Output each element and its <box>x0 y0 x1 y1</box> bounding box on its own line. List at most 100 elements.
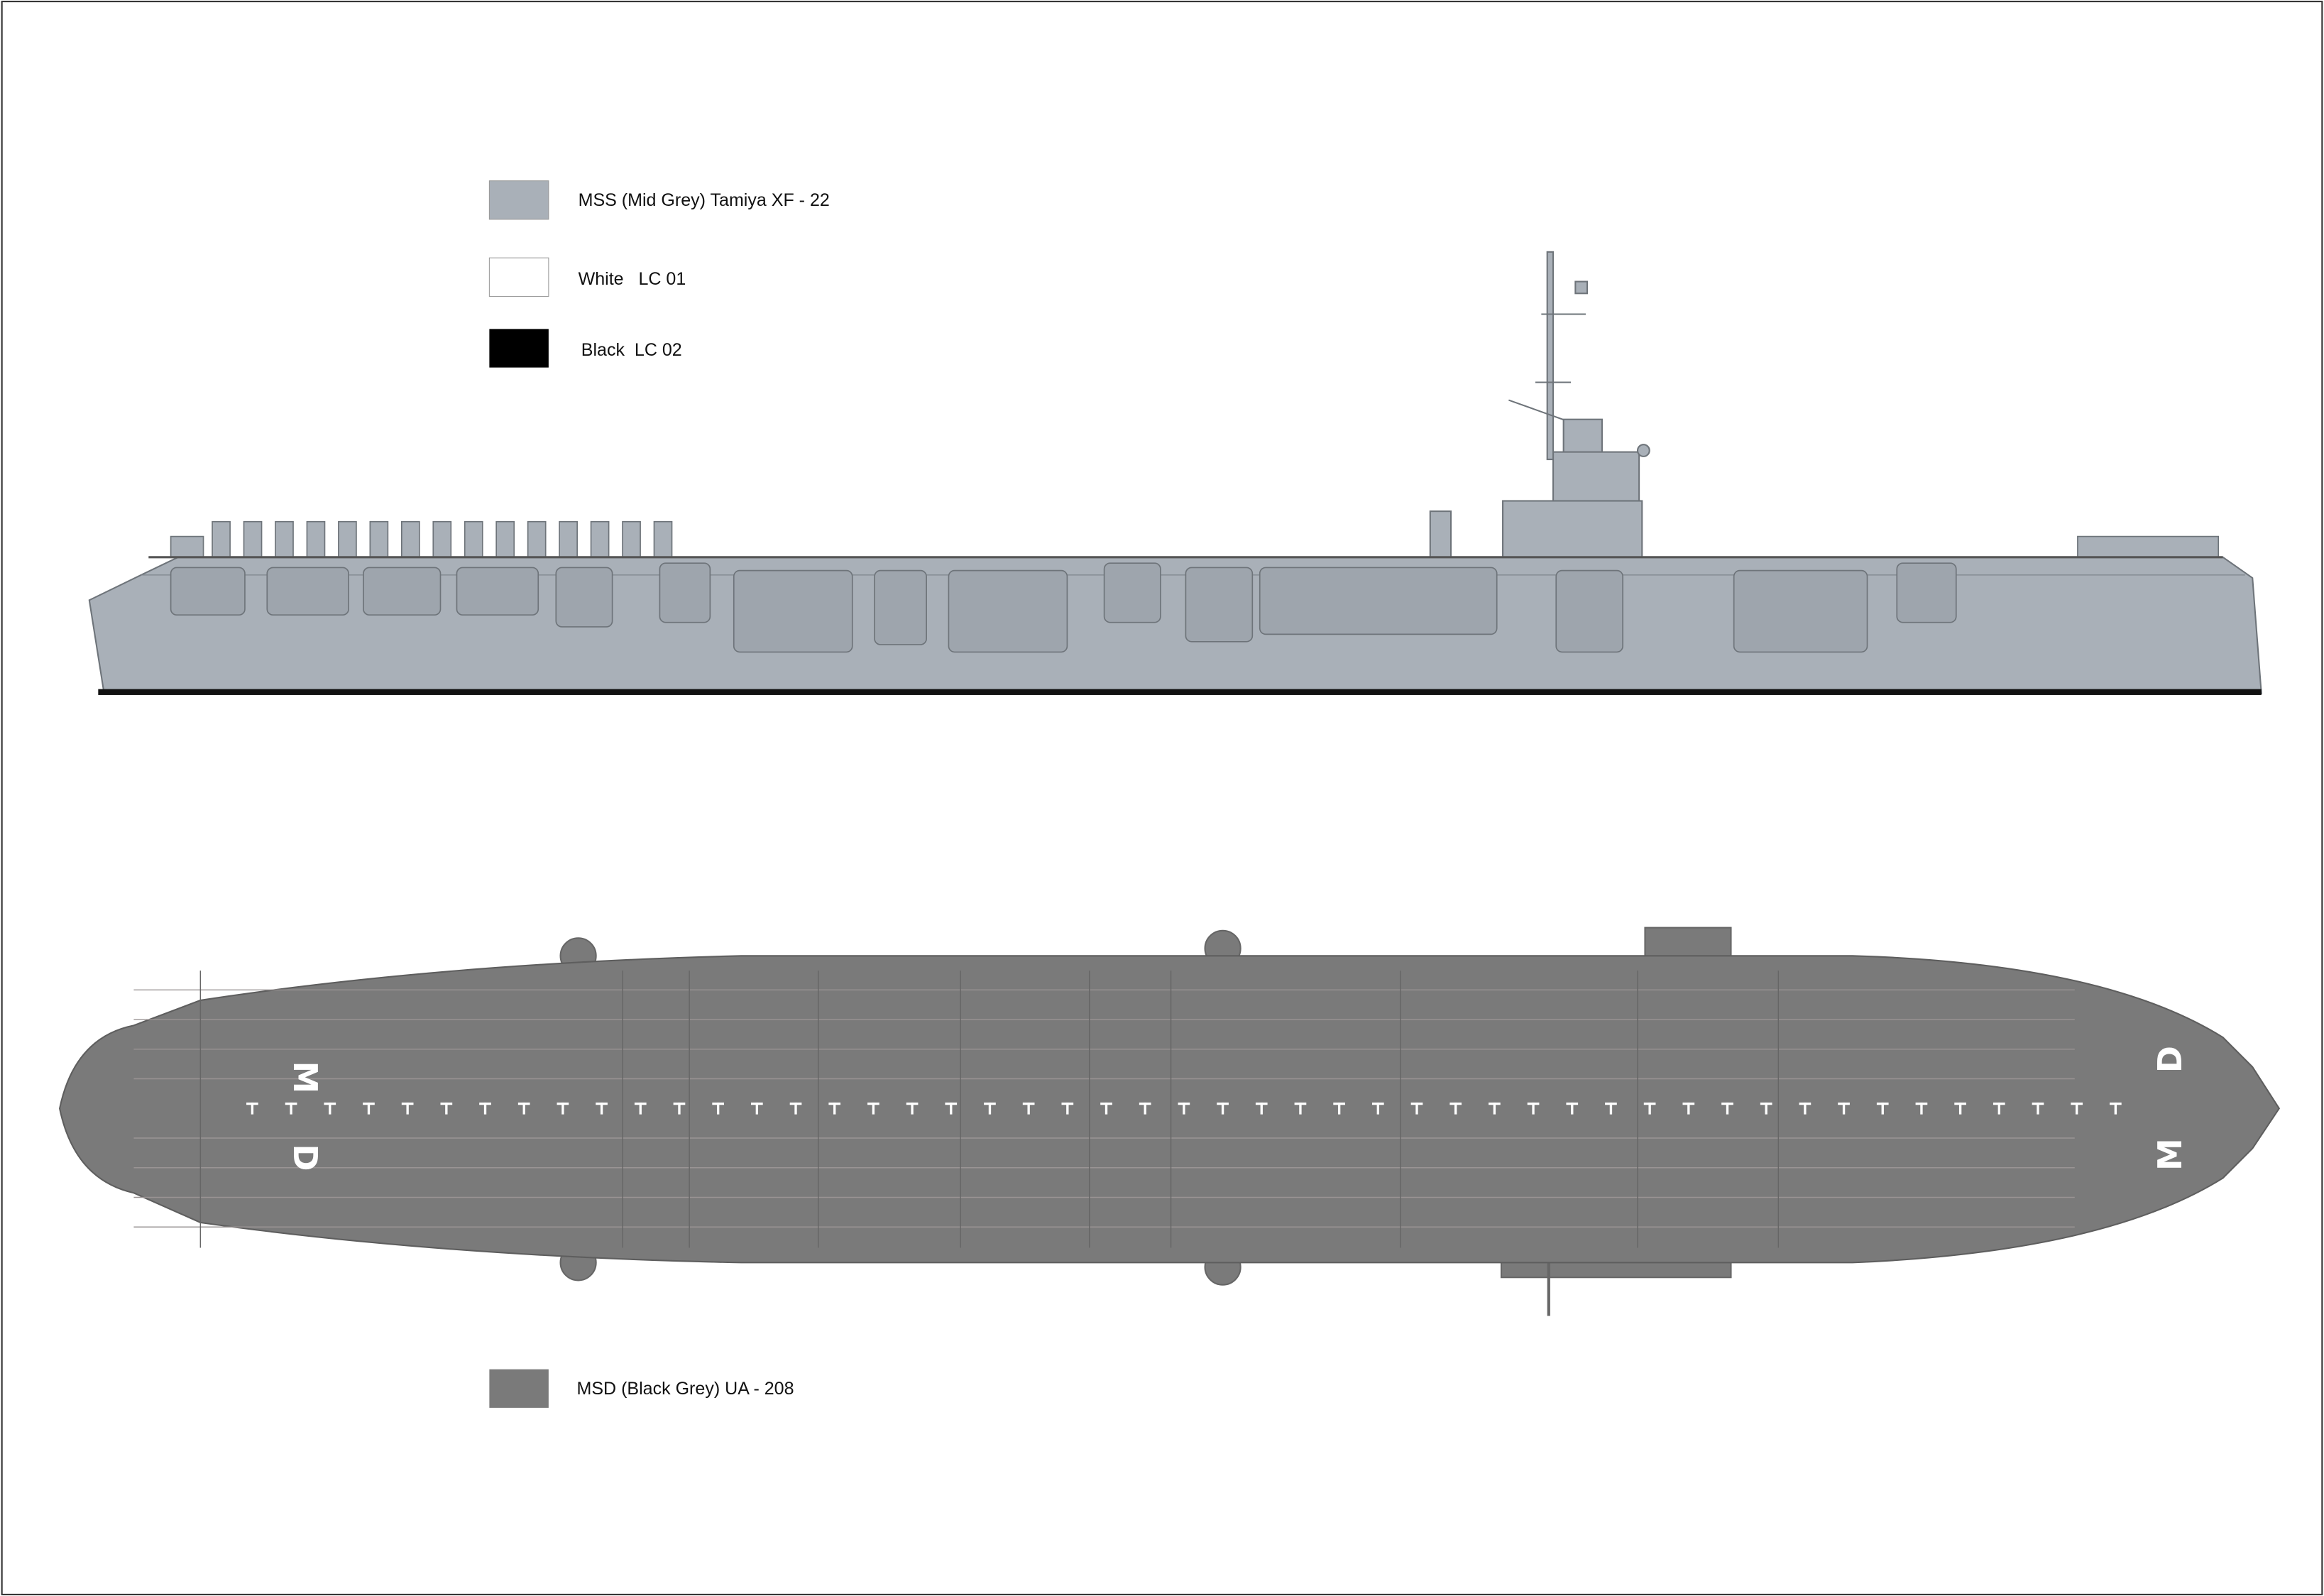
island <box>1429 418 1650 562</box>
centerline-mark <box>833 1102 836 1115</box>
swatch-mid-grey <box>488 180 549 220</box>
centerline-mark <box>1609 1102 1613 1115</box>
centerline-mark <box>1221 1102 1224 1115</box>
centerline-mark <box>1376 1102 1379 1115</box>
centerline-mark <box>678 1102 681 1115</box>
deck-letter-stern-d: D <box>286 1144 324 1171</box>
centerline-mark <box>522 1102 525 1115</box>
hull-opening <box>555 567 613 628</box>
centerline-mark <box>445 1102 448 1115</box>
deck-girder <box>400 520 420 558</box>
deck-girder <box>653 520 673 558</box>
hull-opening <box>874 569 927 645</box>
centerline-mark <box>1183 1102 1185 1115</box>
centerline-mark <box>483 1102 487 1115</box>
deck-letter-bow-m: M <box>2151 1138 2189 1171</box>
centerline-mark <box>2037 1102 2039 1115</box>
centerline-mark <box>1144 1102 1146 1115</box>
hull-opening <box>170 567 246 616</box>
deck-ramps <box>212 520 673 558</box>
deck-girder <box>527 520 547 558</box>
centerline-mark <box>329 1102 331 1115</box>
legend-label-black-grey: MSD (Black Grey) UA - 208 <box>577 1379 794 1399</box>
swatch-black-grey <box>489 1369 549 1408</box>
centerline-mark <box>1958 1102 1962 1115</box>
centerline-mark <box>639 1102 642 1115</box>
hull-opening <box>1733 569 1868 653</box>
centerline-mark <box>1804 1102 1807 1115</box>
centerline-mark <box>1105 1102 1108 1115</box>
centerline-mark <box>1881 1102 1884 1115</box>
centerline-mark <box>251 1102 254 1115</box>
hull-opening <box>1185 567 1254 643</box>
centerline-mark <box>2114 1102 2117 1115</box>
centerline-mark <box>1571 1102 1574 1115</box>
legend-label-black: Black LC 02 <box>581 340 682 360</box>
deck-girder <box>212 520 231 558</box>
deck-girder <box>243 520 263 558</box>
centerline-mark <box>1997 1102 2000 1115</box>
deck-girder <box>306 520 326 558</box>
deck-girder <box>590 520 610 558</box>
centerline-mark <box>1066 1102 1069 1115</box>
hull-opening <box>1103 562 1161 623</box>
hull-opening <box>1259 567 1498 635</box>
hull-opening <box>456 567 539 616</box>
hull-opening <box>733 569 853 653</box>
hull-opening <box>266 567 349 616</box>
hull-opening <box>1896 562 1957 623</box>
centerline-mark <box>1454 1102 1457 1115</box>
deck-girder <box>275 520 294 558</box>
centerline-mark <box>911 1102 914 1115</box>
legend: MSS (Mid Grey) Tamiya XF - 22 White LC 0… <box>488 180 830 368</box>
centerline-mark <box>1337 1102 1341 1115</box>
centerline-mark <box>1687 1102 1690 1115</box>
deck-girder <box>495 520 515 558</box>
hull-opening <box>1555 569 1623 653</box>
boot-topping <box>98 689 2262 695</box>
plan-view: M D D M <box>58 927 2281 1316</box>
centerline-mark <box>600 1102 603 1115</box>
centerline-mark <box>1415 1102 1418 1115</box>
centerline-mark <box>1920 1102 1923 1115</box>
deck-girder <box>559 520 578 558</box>
centerline-mark <box>716 1102 720 1115</box>
legend-label-white: White LC 01 <box>579 269 686 289</box>
centerline-mark <box>1493 1102 1496 1115</box>
side-profile <box>88 251 2262 695</box>
hull-opening <box>659 562 711 623</box>
legend-label-mid-grey: MSS (Mid Grey) Tamiya XF - 22 <box>579 190 830 210</box>
centerline-mark <box>988 1102 992 1115</box>
centerline-mark <box>1842 1102 1846 1115</box>
flight-deck <box>58 955 2281 1264</box>
centerline-mark <box>1027 1102 1030 1115</box>
deck-girder <box>622 520 641 558</box>
deck-girder <box>369 520 389 558</box>
swatch-black <box>489 329 549 368</box>
mast <box>1508 251 1589 461</box>
centerline-mark <box>561 1102 564 1115</box>
deck-girder <box>338 520 357 558</box>
swatch-white <box>488 257 549 297</box>
centerline-mark <box>1648 1102 1651 1115</box>
deck-letter-stern-m: M <box>286 1061 324 1093</box>
deck-girder <box>432 520 452 558</box>
centerline-mark <box>367 1102 371 1115</box>
centerline-mark <box>1726 1102 1729 1115</box>
hangar-openings <box>170 562 1957 653</box>
centerline-mark <box>950 1102 953 1115</box>
deck-letter-bow-d: D <box>2151 1046 2189 1073</box>
centerline-mark <box>794 1102 797 1115</box>
centerline-mark <box>755 1102 759 1115</box>
centerline-mark <box>2076 1102 2078 1115</box>
centerline-mark <box>872 1102 875 1115</box>
centerline-mark <box>1765 1102 1767 1115</box>
hull-opening <box>948 569 1068 653</box>
centerline-mark <box>1260 1102 1263 1115</box>
centerline-mark <box>290 1102 292 1115</box>
centerline-mark <box>406 1102 409 1115</box>
deck-girder <box>464 520 483 558</box>
centerline-mark <box>1299 1102 1302 1115</box>
